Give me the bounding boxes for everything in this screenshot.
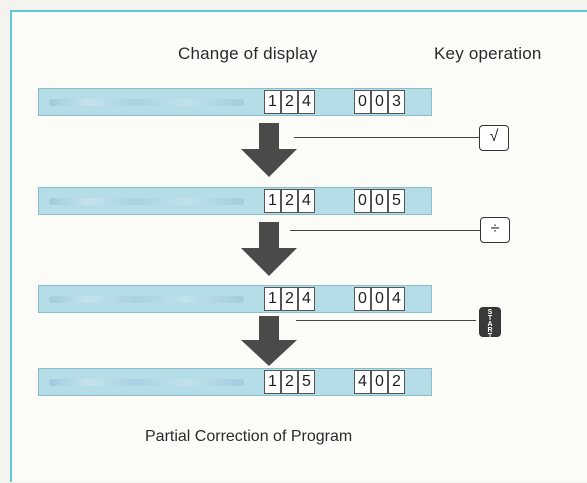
start-key-label: START (487, 309, 493, 340)
down-arrow-icon (241, 123, 297, 177)
digit-cell: 2 (281, 90, 298, 114)
digit-cell: 3 (388, 90, 405, 114)
display-blur (49, 198, 244, 205)
digit-cell: 0 (354, 189, 371, 213)
display-row-4: 1 2 5 4 0 2 (38, 368, 432, 396)
digit-cell: 4 (298, 287, 315, 311)
digit-cell: 4 (354, 370, 371, 394)
digit-cell: 1 (264, 287, 281, 311)
diagram-caption: Partial Correction of Program (145, 428, 353, 445)
divide-key-icon[interactable]: ÷ (480, 217, 510, 243)
display-blur (49, 296, 244, 303)
display-blur (49, 379, 244, 386)
down-arrow-icon (241, 222, 297, 276)
digit-cell: 2 (388, 370, 405, 394)
digit-cell: 2 (281, 287, 298, 311)
digit-cell: 0 (371, 189, 388, 213)
leader-line (296, 320, 476, 321)
digit-cell: 0 (354, 287, 371, 311)
display-row-3: 1 2 4 0 0 4 (38, 285, 432, 313)
display-row-2: 1 2 4 0 0 5 (38, 187, 432, 215)
digit-cell: 0 (371, 370, 388, 394)
digit-cell: 2 (281, 189, 298, 213)
digit-cell: 1 (264, 90, 281, 114)
display-blur (49, 99, 244, 106)
digit-cell: 5 (388, 189, 405, 213)
display-row-1: 1 2 4 0 0 3 (38, 88, 432, 116)
digit-cell: 0 (354, 90, 371, 114)
leader-line (290, 230, 480, 231)
digit-cell: 4 (388, 287, 405, 311)
digit-cell: 4 (298, 90, 315, 114)
digit-cell: 5 (298, 370, 315, 394)
header-key-operation: Key operation (434, 44, 542, 63)
digit-cell: 4 (298, 189, 315, 213)
down-arrow-icon (241, 316, 297, 366)
leader-line (294, 137, 479, 138)
digit-cell: 0 (371, 287, 388, 311)
digit-cell: 0 (371, 90, 388, 114)
digit-cell: 2 (281, 370, 298, 394)
digit-cell: 1 (264, 370, 281, 394)
sqrt-key-icon[interactable]: √ (479, 125, 509, 151)
digit-cell: 1 (264, 189, 281, 213)
header-change-of-display: Change of display (178, 44, 318, 63)
start-key-icon[interactable]: START (479, 307, 501, 340)
